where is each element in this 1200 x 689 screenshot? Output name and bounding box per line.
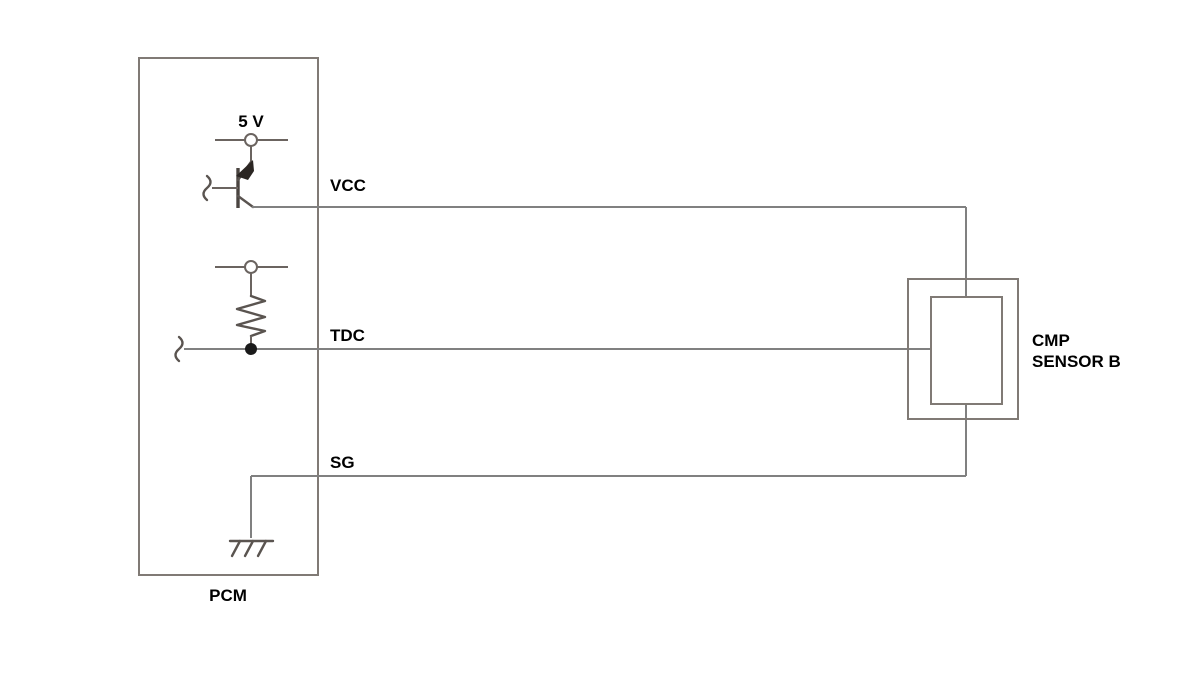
transistor-arrow-head <box>236 160 254 180</box>
supply-node-5v <box>215 133 288 162</box>
tdc-squiggle-break <box>174 335 184 363</box>
vcc-wire-run <box>252 206 967 297</box>
pcm-label: PCM <box>209 586 247 605</box>
supply-node-circle <box>244 133 258 147</box>
resistor-zigzag <box>235 294 267 338</box>
sensor-label-line2: SENSOR B <box>1032 352 1121 371</box>
tdc-label: TDC <box>330 326 365 345</box>
ground-hatch-3 <box>256 539 268 558</box>
sensor-inner-box <box>930 296 1003 405</box>
pnp-transistor-symbol <box>212 160 255 209</box>
tdc-pullup-node-circle <box>244 260 258 274</box>
pullup-resistor-symbol <box>235 294 267 349</box>
supply-voltage-label: 5 V <box>238 112 264 131</box>
vcc-label: VCC <box>330 176 366 195</box>
transistor-emitter-lead <box>236 194 255 209</box>
vcc-base-squiggle-break <box>202 174 212 202</box>
ground-hatch-2 <box>243 539 255 558</box>
ground-hatch-1 <box>230 539 242 558</box>
sg-label: SG <box>330 453 355 472</box>
tdc-pullup-node <box>215 260 288 296</box>
pcm-enclosure-box <box>138 57 319 576</box>
sensor-outer-box <box>907 278 1019 420</box>
tdc-junction-dot <box>245 343 257 355</box>
sg-wire-run <box>250 404 967 538</box>
chassis-ground-symbol <box>228 539 275 558</box>
sensor-label-line1: CMP <box>1032 331 1070 350</box>
